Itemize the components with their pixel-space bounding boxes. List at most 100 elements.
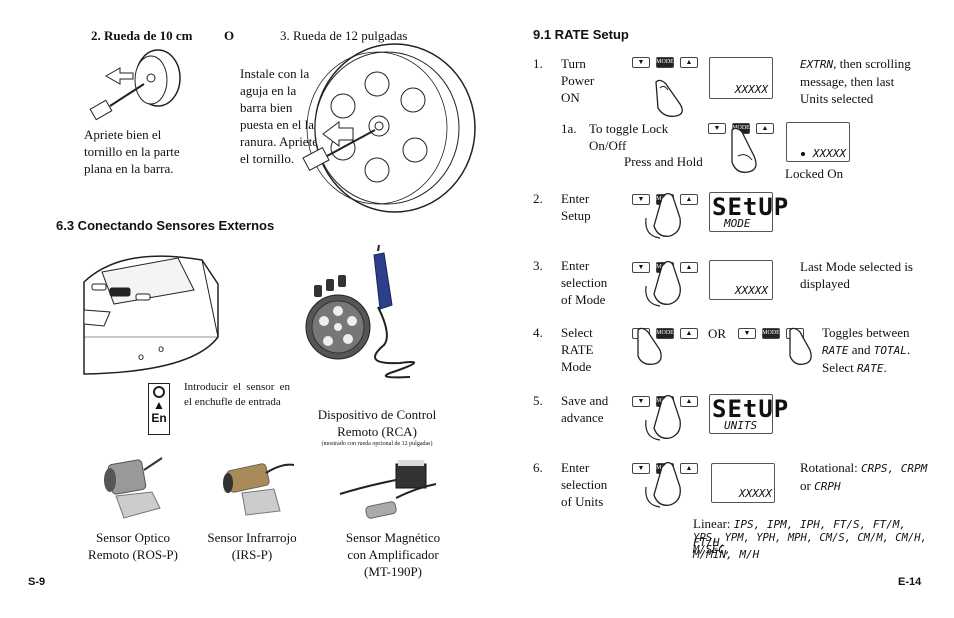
down-button-icon: ▼	[632, 262, 650, 273]
step2-text: Enter Setup	[561, 191, 591, 223]
step6-number: 6.	[533, 460, 543, 475]
step4-text: Select RATE Mode	[561, 325, 594, 374]
up-button-icon: ▲	[680, 262, 698, 273]
step4-note-1: Toggles between	[822, 325, 910, 340]
wheel-10cm-label-text: 2. Rueda de 10 cm	[91, 28, 193, 43]
step1-lcd-text: XXXXX	[734, 83, 768, 96]
step4-note-rate: RATE	[822, 344, 849, 357]
mt190p-caption: Sensor Magnético con Amplificador (MT-19…	[336, 529, 450, 580]
mt190p-caption-2: con Amplificador	[347, 547, 439, 562]
mode-button-label: MODE	[732, 125, 750, 131]
install-text: Instale con la aguja en la barra bien pu…	[240, 66, 318, 166]
step1a-buttons: ▼ MODE ▲	[708, 123, 774, 134]
svg-text:o: o	[138, 352, 144, 363]
step1-buttons: ▼ MODE ▲	[632, 57, 698, 68]
step6-or: or	[800, 478, 811, 493]
finger-press-icon	[731, 127, 757, 173]
tachometer-device-illustration: o o	[83, 255, 219, 375]
step1-note-lcd: EXTRN	[800, 58, 834, 71]
mode-button-label: MODE	[762, 330, 780, 336]
mt190p-caption-3: (MT-190P)	[363, 564, 423, 579]
lock-dot-icon	[801, 152, 805, 156]
up-button-icon: ▲	[756, 123, 774, 134]
finger-press-icon	[645, 394, 681, 441]
mode-button-label: MODE	[656, 59, 674, 65]
rosp-sensor-illustration	[104, 457, 163, 519]
down-button-icon: ▼	[632, 396, 650, 407]
finger-press-icon	[645, 192, 681, 239]
irsp-caption-2: (IRS-P)	[231, 547, 273, 562]
step6-rot-units: CRPS, CRPM	[861, 462, 928, 475]
step4-note-rate2: RATE	[857, 362, 884, 375]
step1a-press: Press and Hold	[624, 154, 703, 169]
finger-press-icon	[789, 327, 812, 365]
mode-button-label: MODE	[656, 330, 674, 336]
step6-rot-label: Rotational:	[800, 460, 858, 475]
step6-text: Enter selection of Units	[561, 460, 608, 509]
step1-lcd: XXXXX	[709, 57, 773, 99]
page-number-right: E-14	[898, 576, 922, 588]
step4-note-total: TOTAL	[873, 344, 907, 357]
irsp-caption: Sensor Infrarrojo (IRS-P)	[196, 529, 308, 563]
up-button-icon: ▲	[680, 194, 698, 205]
step6-lin-units-3: M/MIN, M/H	[693, 548, 760, 561]
step3-text: Enter selection of Mode	[561, 258, 608, 307]
rosp-caption-1: Sensor Optico	[95, 530, 171, 545]
tighten-text: Apriete bien el tornillo en la parte pla…	[84, 127, 180, 176]
down-button-icon: ▼	[632, 57, 650, 68]
triangle-up-icon: ▲	[153, 398, 165, 412]
step1-note: EXTRN, then scrolling message, then last…	[800, 55, 925, 107]
plug-legend: ▲ En	[148, 383, 170, 435]
step6-lcd-text: XXXXX	[738, 487, 772, 500]
up-button-icon: ▲	[680, 463, 698, 474]
down-button-icon: ▼	[738, 328, 756, 339]
plug-en-label: En	[151, 411, 167, 425]
section-title-6-3: 6.3 Conectando Sensores Externos	[56, 218, 275, 233]
mode-button-icon: MODE	[762, 328, 780, 339]
step6-rotational: Rotational: CRPS, CRPM or CRPH	[800, 459, 928, 495]
up-button-icon: ▲	[680, 57, 698, 68]
step2-lcd-sub: MODE	[724, 217, 751, 230]
rosp-caption-2: Remoto (ROS-P)	[88, 547, 178, 562]
section-title-9-1: 9.1 RATE Setup	[533, 27, 629, 42]
mode-button-icon: MODE	[656, 57, 674, 68]
step4-note-and: and	[851, 342, 871, 357]
step1a-text: To toggle Lock On/Off	[589, 121, 669, 153]
rca-caption-2: Remoto (RCA)	[337, 424, 417, 439]
step1a-lcd-text: XXXXX	[812, 147, 846, 160]
plug-text: Introducir el sensor en el enchufle de e…	[184, 381, 290, 408]
step4-number: 4.	[533, 325, 543, 340]
step5-number: 5.	[533, 393, 543, 408]
step6-linear: Linear: IPS, IPM, IPH, FT/S, FT/M, FT/H,	[693, 515, 933, 551]
step6-lin-label: Linear:	[693, 516, 731, 531]
step5-lcd-sub: UNITS	[724, 419, 758, 432]
mode-button-icon: MODE	[656, 328, 674, 339]
irsp-caption-1: Sensor Infrarrojo	[207, 530, 297, 545]
page-number-left: S-9	[28, 576, 46, 588]
finger-press-icon	[637, 327, 662, 365]
wheel-10cm-label: 2. Rueda de 10 cm	[91, 27, 192, 44]
rca-caption-small: (mostrado con rueda opcional de 12 pulga…	[321, 441, 433, 447]
up-button-icon: ▲	[680, 328, 698, 339]
step2-number: 2.	[533, 191, 543, 206]
step3-number: 3.	[533, 258, 543, 273]
step1a-locked: Locked On	[785, 166, 844, 181]
finger-press-icon	[645, 260, 681, 307]
or-label: O	[224, 28, 235, 43]
down-button-icon: ▼	[632, 463, 650, 474]
rca-device-illustration	[305, 245, 415, 379]
rca-caption: Dispositivo de Control Remoto (RCA) (mos…	[306, 406, 448, 449]
rosp-caption: Sensor Optico Remoto (ROS-P)	[78, 529, 188, 563]
step1-number: 1.	[533, 56, 543, 71]
step3-note: Last Mode selected is displayed	[800, 259, 913, 291]
wheel-12in-label: 3. Rueda de 12 pulgadas	[280, 28, 408, 43]
step3-lcd: XXXXX	[709, 260, 773, 300]
step3-lcd-text: XXXXX	[734, 284, 768, 297]
svg-text:o: o	[158, 344, 164, 355]
step4-or: OR	[708, 326, 727, 341]
step1a-lcd: XXXXX	[786, 122, 850, 162]
step1-text: Turn Power ON	[561, 56, 595, 105]
down-button-icon: ▼	[708, 123, 726, 134]
step1a-number: 1a.	[561, 121, 577, 136]
up-button-icon: ▲	[680, 396, 698, 407]
